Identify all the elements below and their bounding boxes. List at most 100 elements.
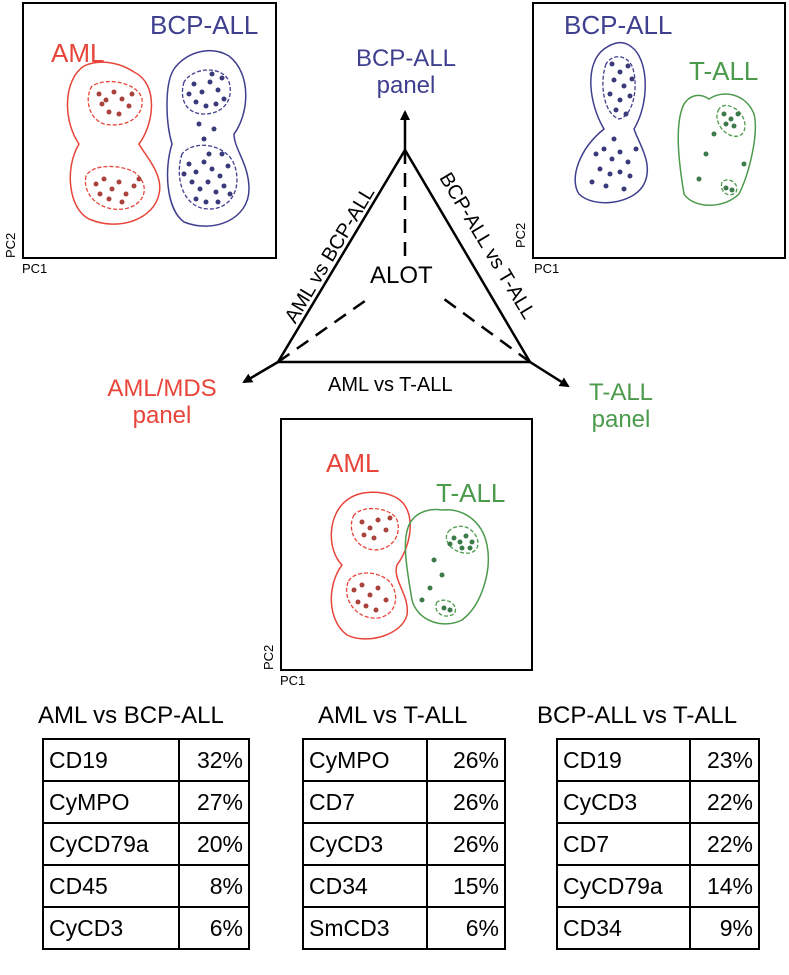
marker-name: CyCD3 [301, 822, 429, 866]
contour-aml-inner-top [350, 507, 399, 551]
marker-name: CD19 [42, 738, 180, 782]
points-aml [351, 515, 393, 613]
arrow-right [529, 360, 570, 388]
marker-percent: 23% [688, 738, 761, 782]
group-label-bcp-all: BCP-ALL [564, 10, 673, 40]
marker-percent: 6% [426, 906, 506, 950]
contour-bcp-inner-bottom [178, 144, 238, 210]
contour-aml-outer [330, 491, 411, 640]
points-aml [93, 89, 142, 205]
group-label-aml: AML [326, 448, 380, 478]
panel-label-t-all: T-ALL panel [566, 379, 676, 434]
panel-label-aml-mds: AML/MDS panel [92, 375, 232, 430]
marker-percent: 26% [426, 738, 506, 782]
contour-bcp-outer [166, 49, 250, 227]
marker-name: CyCD79a [556, 864, 691, 908]
panel-label-bcp-all: BCP-ALL panel [334, 45, 478, 100]
alot-triangle-diagram [242, 110, 570, 388]
axis-label-pc1: PC1 [280, 673, 306, 688]
marker-percent: 32% [177, 738, 251, 782]
scatter-bcp-tall [574, 41, 757, 206]
group-label-t-all: T-ALL [436, 478, 506, 508]
contour-aml-inner-top [87, 80, 143, 126]
panel-label-aml-mds-line1: AML/MDS [107, 375, 217, 402]
marker-name: SmCD3 [301, 906, 429, 950]
marker-name: CD34 [301, 864, 429, 908]
contour-tall-outer [677, 93, 757, 206]
table-title-aml-vs-bcp: AML vs BCP-ALL [38, 702, 224, 729]
marker-percent: 27% [177, 780, 251, 824]
center-label: ALOT [370, 262, 433, 289]
group-label-t-all: T-ALL [689, 56, 759, 86]
axis-label-pc1: PC1 [534, 261, 560, 276]
triangle-outline [275, 147, 533, 364]
panel-label-bcp-all-line1: BCP-ALL [355, 45, 457, 72]
contour-bcp-inner-top [181, 69, 231, 115]
marker-name: CD7 [301, 780, 429, 824]
marker-name: CyCD3 [42, 906, 180, 950]
scatter-aml-bcp [66, 49, 250, 227]
panel-label-t-all-line1: T-ALL [588, 379, 654, 406]
contour-aml-inner-bottom [346, 572, 397, 619]
contour-tall-outer [404, 508, 489, 625]
marker-percent: 6% [177, 906, 251, 950]
arrow-left [242, 360, 279, 384]
panel-label-t-all-line2: panel [591, 405, 651, 433]
points-bcp [181, 71, 233, 205]
points-bcp [589, 61, 639, 192]
marker-percent: 26% [426, 822, 506, 866]
marker-percent: 22% [688, 780, 761, 824]
group-label-bcp-all: BCP-ALL [150, 10, 259, 40]
contour-aml-outer [66, 61, 161, 225]
marker-name: CD45 [42, 864, 180, 908]
contour-bcp-inner [602, 56, 636, 120]
pca-plot-bcp-vs-tall: BCP-ALL T-ALL [532, 2, 786, 259]
table-title-aml-vs-tall: AML vs T-ALL [318, 702, 468, 729]
points-tall [419, 533, 475, 613]
contour-tall-inner [445, 525, 479, 554]
axis-label-pc1: PC1 [22, 261, 48, 276]
marker-percent: 26% [426, 780, 506, 824]
axis-label-pc2: PC2 [261, 644, 276, 670]
dashed-median-right [439, 294, 531, 364]
marker-percent: 8% [177, 864, 251, 908]
marker-name: CD19 [556, 738, 691, 782]
points-tall [696, 111, 747, 193]
marker-name: CyMPO [301, 738, 429, 782]
marker-name: CyCD3 [556, 780, 691, 824]
table-title-bcp-vs-tall: BCP-ALL vs T-ALL [537, 702, 738, 729]
group-label-aml: AML [51, 38, 105, 68]
marker-name: CyCD79a [42, 822, 180, 866]
panel-label-bcp-all-line2: panel [376, 71, 436, 99]
marker-percent: 14% [688, 864, 761, 908]
contour-tall-inner-small [720, 179, 738, 196]
contour-tall-inner-small [435, 599, 457, 617]
contour-tall-inner [716, 104, 746, 137]
marker-name: CyMPO [42, 780, 180, 824]
pca-plot-aml-vs-tall: AML T-ALL [280, 418, 533, 671]
marker-percent: 15% [426, 864, 506, 908]
pca-plot-aml-vs-bcp: AML BCP-ALL [22, 2, 277, 259]
marker-name: CD34 [556, 906, 691, 950]
marker-percent: 9% [688, 906, 761, 950]
dashed-median-left [277, 294, 373, 364]
edge-label-aml-vs-tall: AML vs T-ALL [328, 374, 453, 396]
marker-percent: 22% [688, 822, 761, 866]
